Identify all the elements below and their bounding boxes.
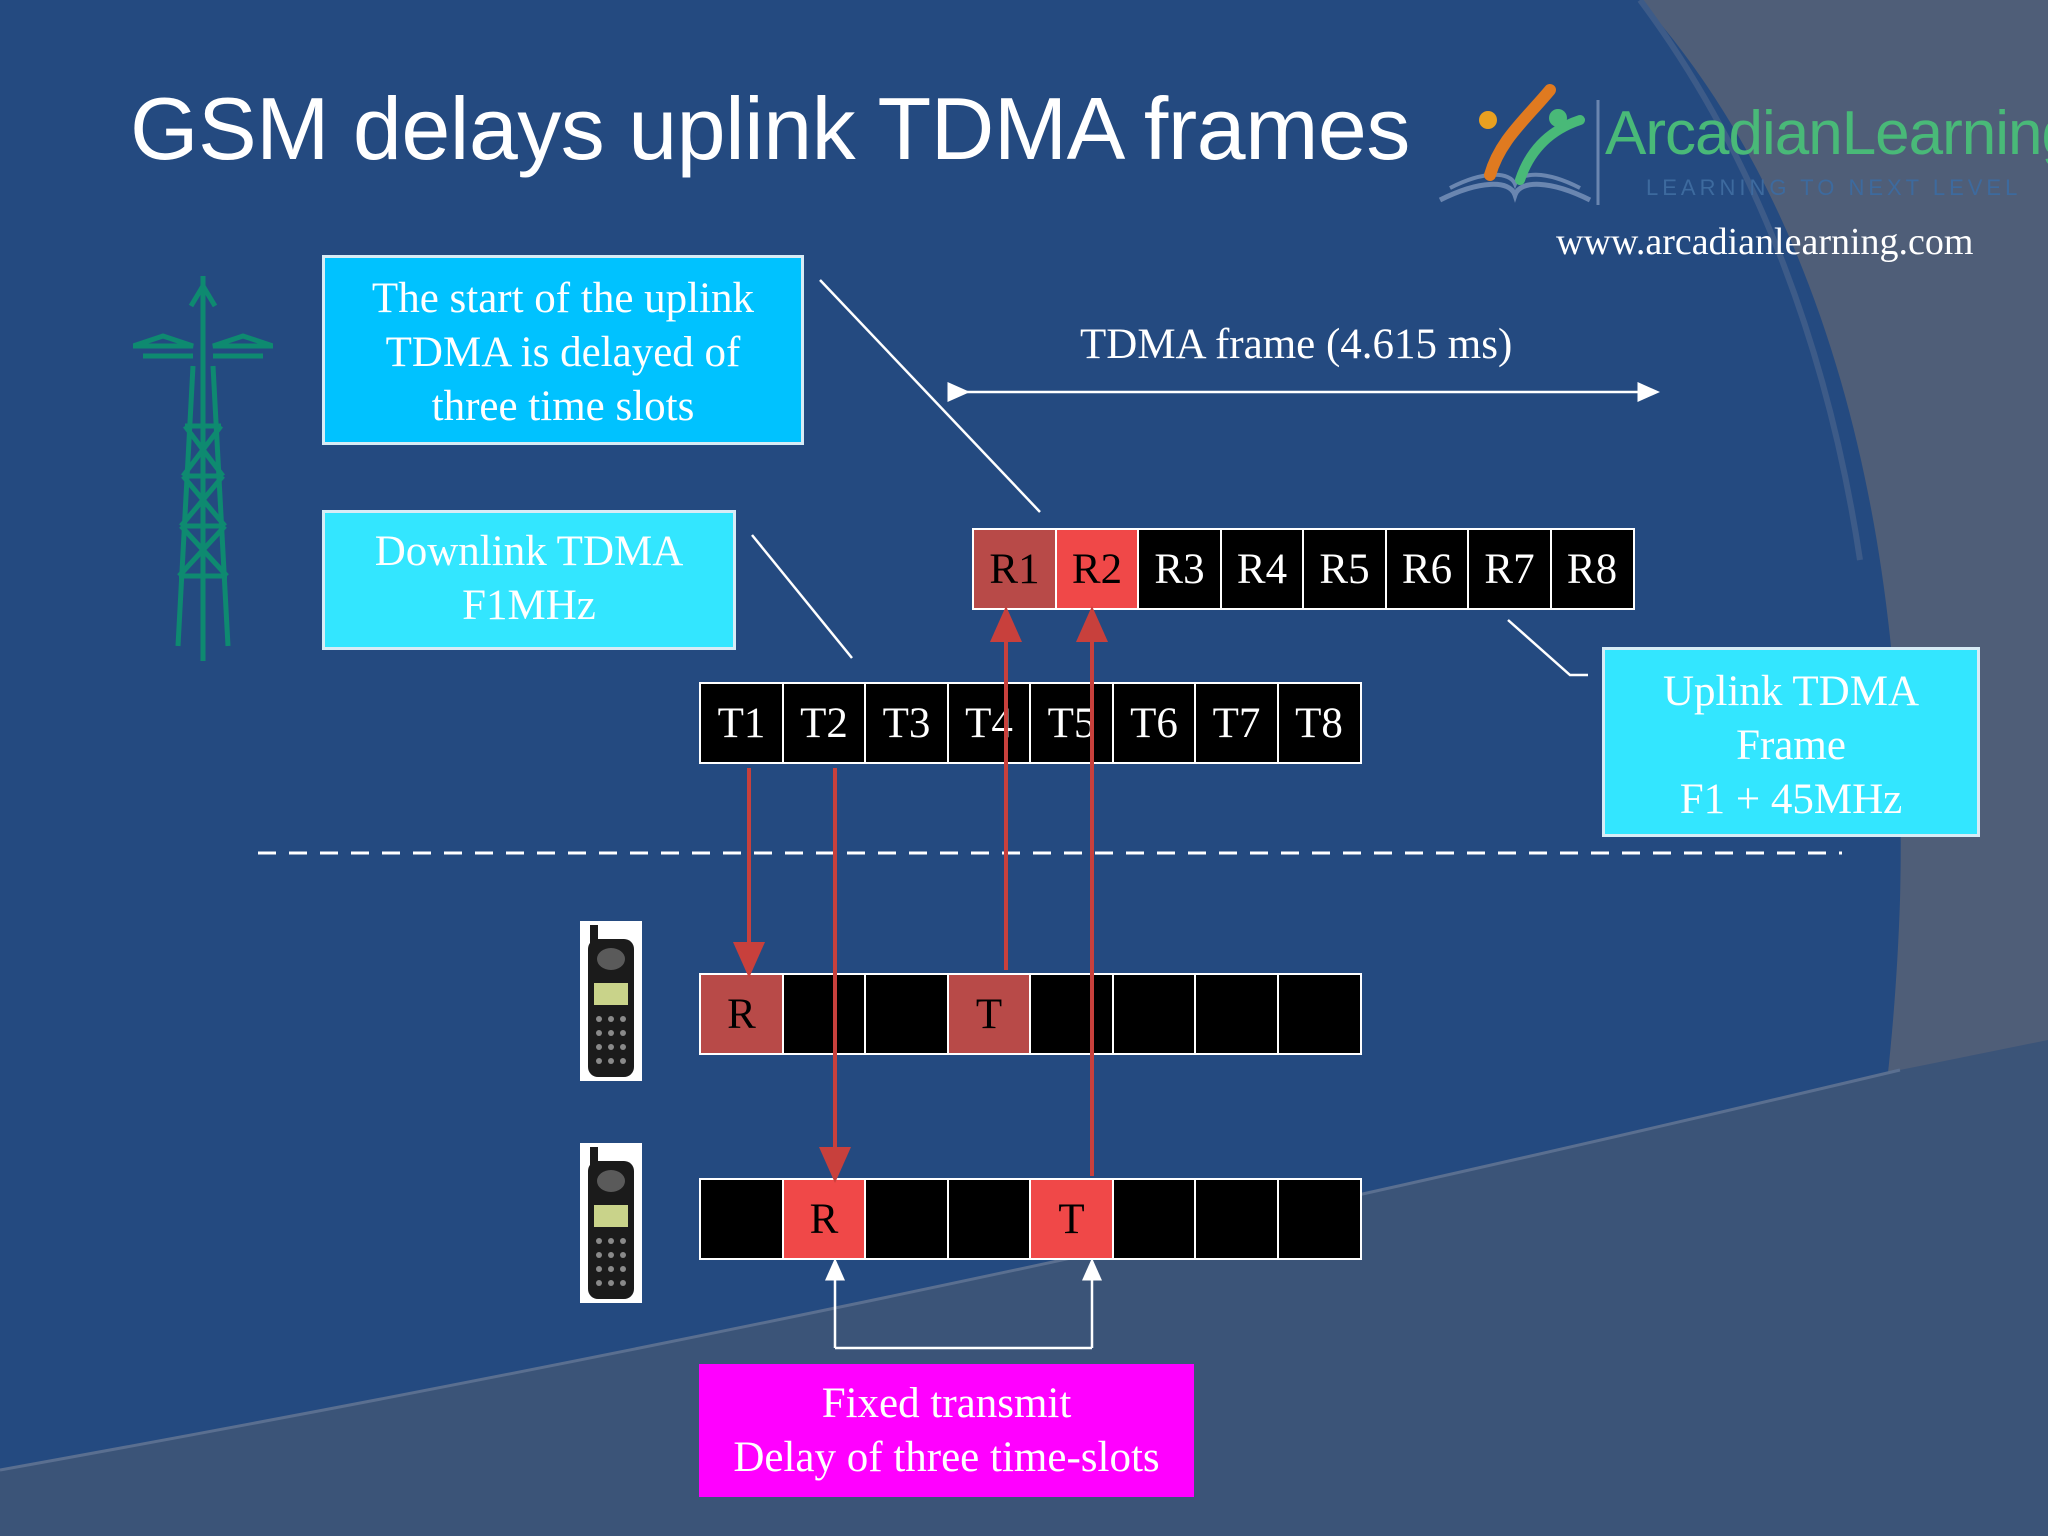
callout-line: Downlink TDMA <box>374 528 684 575</box>
mobile2-frame-row: R T <box>699 1178 1362 1260</box>
uplink-slot: R5 <box>1302 528 1387 610</box>
mobile2-slot <box>946 1178 1032 1260</box>
mobile2-slot <box>864 1178 949 1260</box>
mobile2-slot: T <box>1029 1178 1114 1260</box>
mobile-phone-icon <box>580 921 642 1081</box>
callout-line: three time slots <box>431 383 695 430</box>
radio-tower-icon <box>133 276 273 661</box>
downlink-slot: T1 <box>699 682 784 764</box>
downlink-slot: T7 <box>1194 682 1279 764</box>
downlink-slot: T3 <box>864 682 949 764</box>
uplink-slot: R1 <box>972 528 1057 610</box>
logo-brand: ArcadianLearning <box>1605 99 2048 168</box>
mobile1-slot <box>781 973 867 1055</box>
uplink-slot: R8 <box>1549 528 1635 610</box>
mobile2-slot <box>699 1178 784 1260</box>
callout-line: Fixed transmit <box>821 1380 1072 1427</box>
mobile1-slot <box>864 973 949 1055</box>
downlink-slot: T5 <box>1029 682 1114 764</box>
uplink-delay-callout: The start of the uplink TDMA is delayed … <box>322 255 804 445</box>
downlink-slot: T4 <box>946 682 1032 764</box>
slide-title: GSM delays uplink TDMA frames <box>130 79 1410 178</box>
callout-line: Uplink TDMA <box>1662 668 1920 715</box>
logo-tagline: LEARNING TO NEXT LEVEL <box>1646 175 2022 200</box>
uplink-frame-callout: Uplink TDMA Frame F1 + 45MHz <box>1602 647 1980 837</box>
callout-line: Frame <box>1736 722 1846 769</box>
downlink-frame-row: T1 T2 T3 T4 T5 T6 T7 T8 <box>699 682 1362 764</box>
mobile1-slot <box>1194 973 1279 1055</box>
callout-line: F1 + 45MHz <box>1679 776 1903 823</box>
mobile-phone-icon <box>580 1143 642 1303</box>
mobile1-slot <box>1111 973 1197 1055</box>
mobile1-slot <box>1276 973 1362 1055</box>
mobile1-slot <box>1029 973 1114 1055</box>
downlink-slot: T6 <box>1111 682 1197 764</box>
callout-line: The start of the uplink <box>371 275 755 322</box>
downlink-callout: Downlink TDMA F1MHz <box>322 510 736 650</box>
mobile1-frame-row: R T <box>699 973 1362 1055</box>
callout-line: Delay of three time-slots <box>733 1434 1160 1481</box>
mobile2-slot <box>1276 1178 1362 1260</box>
website-url[interactable]: www.arcadianlearning.com <box>1556 221 1974 263</box>
uplink-slot: R4 <box>1219 528 1305 610</box>
mobile2-slot: R <box>781 1178 867 1260</box>
tdma-frame-label: TDMA frame (4.615 ms) <box>1080 321 1513 368</box>
arcadian-logo: ArcadianLearning LEARNING TO NEXT LEVEL <box>1430 80 2048 230</box>
uplink-slot: R2 <box>1054 528 1140 610</box>
downlink-slot: T8 <box>1276 682 1362 764</box>
mobile1-slot: T <box>946 973 1032 1055</box>
callout-line: TDMA is delayed of <box>385 329 741 376</box>
mobile2-slot <box>1111 1178 1197 1260</box>
fixed-delay-callout: Fixed transmit Delay of three time-slots <box>699 1364 1194 1497</box>
downlink-slot: T2 <box>781 682 867 764</box>
logo-book-icon <box>1438 84 1600 205</box>
uplink-frame-row: R1 R2 R3 R4 R5 R6 R7 R8 <box>972 528 1635 610</box>
mobile2-slot <box>1194 1178 1279 1260</box>
uplink-slot: R3 <box>1137 528 1222 610</box>
uplink-slot: R7 <box>1467 528 1552 610</box>
callout-line: F1MHz <box>462 582 596 629</box>
uplink-slot: R6 <box>1384 528 1470 610</box>
mobile1-slot: R <box>699 973 784 1055</box>
